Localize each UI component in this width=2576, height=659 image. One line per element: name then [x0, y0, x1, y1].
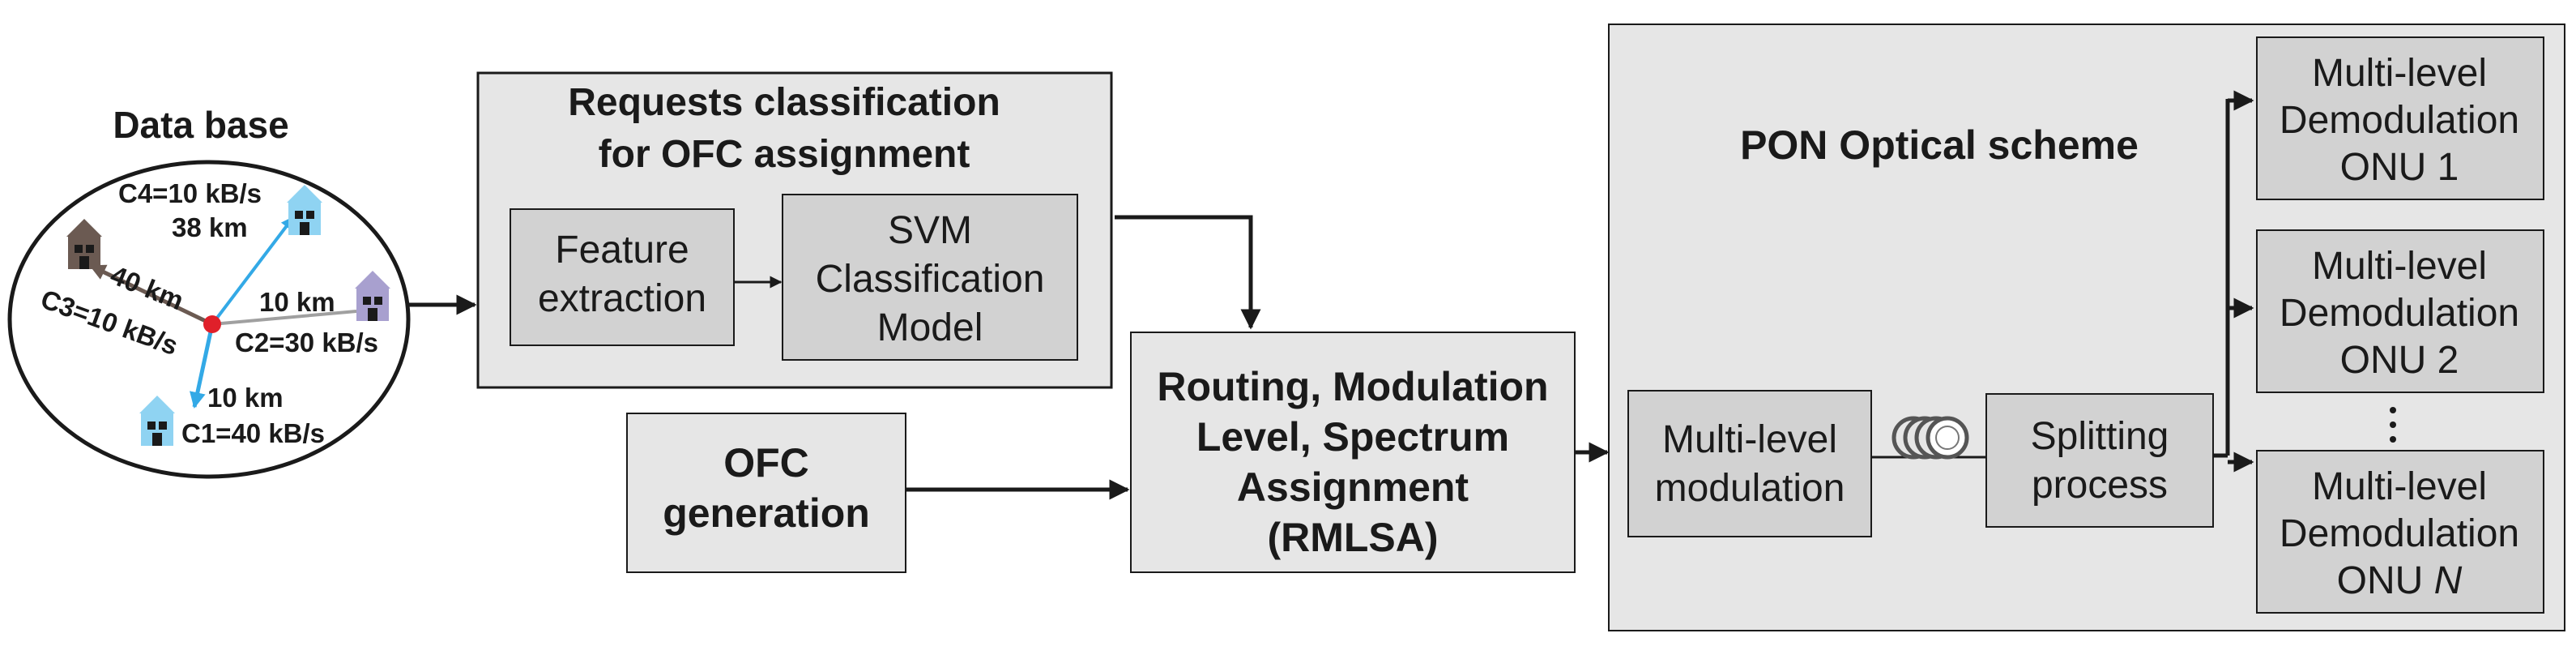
onu2-box: [2256, 229, 2544, 393]
database-title: Data base: [113, 104, 288, 146]
ofc-generation-line1: OFC: [723, 440, 809, 486]
c1-rate-label: C1=40 kB/s: [181, 418, 325, 448]
svm-model-box: [782, 194, 1078, 361]
rmlsa-line4: (RMLSA): [1267, 515, 1438, 560]
arrow-classification-to-rmlsa: [1115, 215, 1261, 330]
more-onus-dots: [2390, 407, 2396, 443]
c1-dist-label: 10 km: [207, 383, 284, 413]
onun-line2: Demodulation: [2280, 512, 2519, 555]
house-c1-icon: [139, 396, 175, 446]
splitting-box: [1985, 393, 2214, 528]
onun-line3-prefix: ONU: [2337, 559, 2434, 602]
feature-extraction-line1: Feature: [555, 229, 689, 272]
ofc-generation-line2: generation: [663, 490, 870, 536]
link-c3: [89, 263, 214, 327]
classification-section: Requests classification for OFC assignme…: [476, 71, 1113, 389]
database-section: Data base: [7, 104, 411, 479]
splitting-line2: process: [2032, 464, 2168, 507]
modulation-line1: Multi-level: [1662, 418, 1837, 461]
svm-model-line1: SVM: [888, 209, 972, 252]
link-c1: [190, 323, 215, 409]
ofc-generation-box: [626, 413, 906, 573]
c4-dist-label: 38 km: [172, 212, 248, 242]
onu2-line2: Demodulation: [2280, 292, 2519, 335]
classification-title-line1: Requests classification: [568, 81, 1000, 124]
onu1-box: [2256, 36, 2544, 200]
link-c4: [211, 216, 295, 326]
pon-title: PON Optical scheme: [1740, 122, 2139, 168]
house-c2-icon: [355, 271, 390, 321]
rmlsa-section: Routing, Modulation Level, Spectrum Assi…: [1130, 332, 1576, 573]
link-c2: [211, 310, 357, 326]
onun-line1: Multi-level: [2312, 465, 2487, 508]
c2-rate-label: C2=30 kB/s: [235, 327, 378, 357]
house-c3-icon: [66, 219, 102, 269]
classification-title-line2: for OFC assignment: [599, 133, 970, 176]
ofc-section: OFC generation: [626, 413, 906, 573]
modulation-line2: modulation: [1655, 467, 1845, 510]
onu1-line1: Multi-level: [2312, 52, 2487, 95]
modulation-box: [1627, 390, 1872, 537]
c2-dist-label: 10 km: [259, 287, 335, 317]
svm-model-line2: Classification: [816, 258, 1045, 301]
onu1-line3: ONU 1: [2340, 146, 2459, 189]
feature-extraction-line2: extraction: [538, 277, 706, 320]
rmlsa-line2: Level, Spectrum: [1196, 414, 1509, 460]
splitting-line1: Splitting: [2031, 415, 2169, 458]
pon-section: PON Optical scheme Multi-level modulatio…: [1608, 24, 2565, 631]
c4-rate-label: C4=10 kB/s: [118, 178, 262, 208]
onu2-line1: Multi-level: [2312, 245, 2487, 288]
svm-model-line3: Model: [877, 306, 983, 349]
onu1-line2: Demodulation: [2280, 99, 2519, 142]
onun-box: [2256, 450, 2544, 614]
rmlsa-line3: Assignment: [1237, 464, 1469, 510]
onu2-line3: ONU 2: [2340, 339, 2459, 382]
house-c4-icon: [287, 185, 322, 235]
feature-extraction-box: [510, 208, 735, 346]
onun-line3: ONU N: [2337, 559, 2463, 602]
rmlsa-box: [1130, 332, 1576, 573]
fiber-spool-icon: [1891, 416, 1969, 460]
onun-line3-italic: N: [2434, 559, 2463, 602]
central-node: [203, 315, 221, 333]
rmlsa-line1: Routing, Modulation: [1157, 364, 1548, 409]
